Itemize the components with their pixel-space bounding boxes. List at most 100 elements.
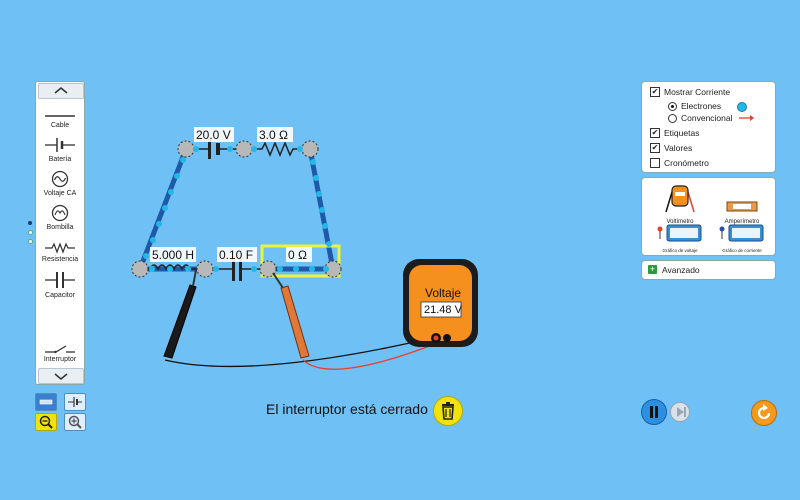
- checkbox-checked-icon: ✔: [650, 128, 660, 138]
- resistor-value-label: 3.0 Ω: [259, 128, 288, 142]
- labels-label: Etiquetas: [664, 128, 700, 138]
- capacitor-value-label: 0.10 F: [219, 248, 253, 262]
- battery-schematic-icon: [68, 397, 82, 407]
- voltage-chart-tool[interactable]: Gráfico de voltaje: [650, 223, 710, 253]
- toolbox-page-dot-3[interactable]: [28, 239, 33, 244]
- advanced-label: Avanzado: [662, 265, 700, 275]
- toolbox-item-resistor[interactable]: Resistencia: [36, 242, 84, 263]
- pause-icon: [650, 406, 658, 418]
- checkbox-unchecked-icon: [650, 158, 660, 168]
- ammeter-tool-icon: [726, 201, 758, 212]
- toolbox-item-capacitor[interactable]: Capacitor: [36, 270, 84, 299]
- conventional-radio[interactable]: Convencional: [668, 112, 733, 124]
- battery-icon: [45, 138, 75, 152]
- toolbox-item-wire[interactable]: Cable: [36, 112, 84, 129]
- red-probe[interactable]: [272, 272, 310, 359]
- toolbox-item-label: Resistencia: [41, 256, 79, 263]
- black-probe-cable: [164, 337, 433, 368]
- current-chart-icon: [719, 224, 764, 242]
- inductor[interactable]: [140, 264, 205, 271]
- electron-dot-icon: [737, 102, 747, 112]
- toolbox-item-label: Capacitor: [45, 292, 75, 299]
- light-bulb-icon: [51, 204, 69, 222]
- checkbox-checked-icon: ✔: [650, 87, 660, 97]
- delete-button[interactable]: [433, 396, 463, 426]
- schematic-view-button[interactable]: [64, 393, 86, 411]
- black-probe[interactable]: [163, 269, 197, 359]
- wire-lifelike-icon: [39, 399, 53, 405]
- zoom-out-icon: [39, 415, 53, 429]
- voltmeter-tool[interactable]: Voltímetro: [650, 182, 710, 225]
- zoom-in-button[interactable]: [64, 413, 86, 431]
- electrons-radio[interactable]: Electrones: [668, 100, 721, 112]
- ammeter-tool[interactable]: Amperímetro: [714, 182, 770, 225]
- wire-icon: [45, 115, 75, 117]
- toolbox-item-label: Bombilla: [46, 224, 74, 231]
- status-message: El interruptor está cerrado: [266, 401, 428, 417]
- measurement-tools-panel: Voltímetro Amperímetro Gráfico de voltaj…: [641, 177, 776, 256]
- checkbox-checked-icon: ✔: [650, 143, 660, 153]
- component-toolbox: Cable Batería Voltaje CA Bombilla Resist…: [35, 81, 85, 385]
- expand-plus-icon: +: [648, 264, 657, 274]
- toolbox-item-label: Batería: [48, 156, 72, 163]
- resistor[interactable]: [244, 141, 310, 157]
- toolbox-item-light-bulb[interactable]: Bombilla: [36, 204, 84, 231]
- ac-voltage-icon: [51, 170, 69, 188]
- values-checkbox[interactable]: ✔ Valores: [650, 142, 692, 154]
- toolbox-item-label: Cable: [50, 122, 70, 129]
- radio-unselected-icon: [668, 113, 677, 123]
- reset-all-button[interactable]: [751, 400, 777, 426]
- trash-icon: [442, 402, 454, 420]
- toolbox-scroll-down-button[interactable]: [38, 368, 84, 384]
- battery-value-label: 20.0 V: [196, 128, 231, 142]
- conventional-label: Convencional: [681, 113, 733, 123]
- switch-icon: [45, 345, 75, 354]
- switch-selection-highlight: [260, 244, 341, 278]
- voltmeter[interactable]: [403, 259, 478, 347]
- red-probe-cable: [302, 341, 441, 370]
- stopwatch-checkbox[interactable]: Cronómetro: [650, 157, 709, 169]
- voltmeter-tool-icon: [665, 185, 695, 213]
- toolbox-page-dot-1[interactable]: [28, 221, 32, 225]
- step-forward-icon: [677, 407, 686, 417]
- zoom-in-icon: [68, 415, 82, 429]
- toolbox-item-switch[interactable]: Interruptor: [36, 344, 84, 363]
- toolbox-item-ac-voltage[interactable]: Voltaje CA: [36, 170, 84, 197]
- junction-vertices[interactable]: [131, 140, 342, 278]
- values-label: Valores: [664, 143, 693, 153]
- toolbox-page-dot-2[interactable]: [28, 230, 33, 235]
- resistor-icon: [45, 242, 75, 254]
- stopwatch-label: Cronómetro: [664, 158, 709, 168]
- radio-selected-icon: [668, 101, 677, 111]
- switch-value-label: 0 Ω: [288, 248, 307, 262]
- show-current-label: Mostrar Corriente: [664, 87, 731, 97]
- electron-particles: [143, 146, 332, 272]
- capacitor-icon: [45, 272, 75, 288]
- show-current-checkbox[interactable]: ✔ Mostrar Corriente: [650, 86, 730, 98]
- red-arrow-icon: [739, 115, 754, 121]
- toolbox-item-label: Voltaje CA: [43, 190, 77, 197]
- toolbox-item-battery[interactable]: Batería: [36, 136, 84, 163]
- voltage-chart-label: Gráfico de voltaje: [662, 248, 698, 253]
- chevron-up-icon: [54, 87, 68, 94]
- ammeter-tool-label: Amperímetro: [724, 219, 760, 225]
- pause-button[interactable]: [641, 399, 667, 425]
- electrons-label: Electrones: [681, 101, 722, 111]
- reset-icon: [757, 404, 771, 420]
- chevron-down-icon: [54, 373, 68, 380]
- current-chart-label: Gráfico de corriente: [722, 248, 762, 253]
- voltage-chart-icon: [657, 224, 702, 242]
- current-chart-tool[interactable]: Gráfico de corriente: [714, 223, 770, 253]
- lifelike-view-button[interactable]: [35, 393, 57, 411]
- display-options-panel: ✔ Mostrar Corriente Electrones Convencio…: [641, 81, 776, 173]
- step-forward-button[interactable]: [670, 402, 690, 422]
- voltmeter-tool-label: Voltímetro: [666, 219, 694, 225]
- labels-checkbox[interactable]: ✔ Etiquetas: [650, 127, 699, 139]
- advanced-panel-toggle[interactable]: + Avanzado: [641, 260, 776, 280]
- toolbox-scroll-up-button[interactable]: [38, 83, 84, 99]
- zoom-out-button[interactable]: [35, 413, 57, 431]
- voltmeter-reading: 21.48 V: [424, 304, 463, 316]
- voltmeter-title: Voltaje: [425, 286, 461, 300]
- toolbox-item-label: Interruptor: [43, 356, 77, 363]
